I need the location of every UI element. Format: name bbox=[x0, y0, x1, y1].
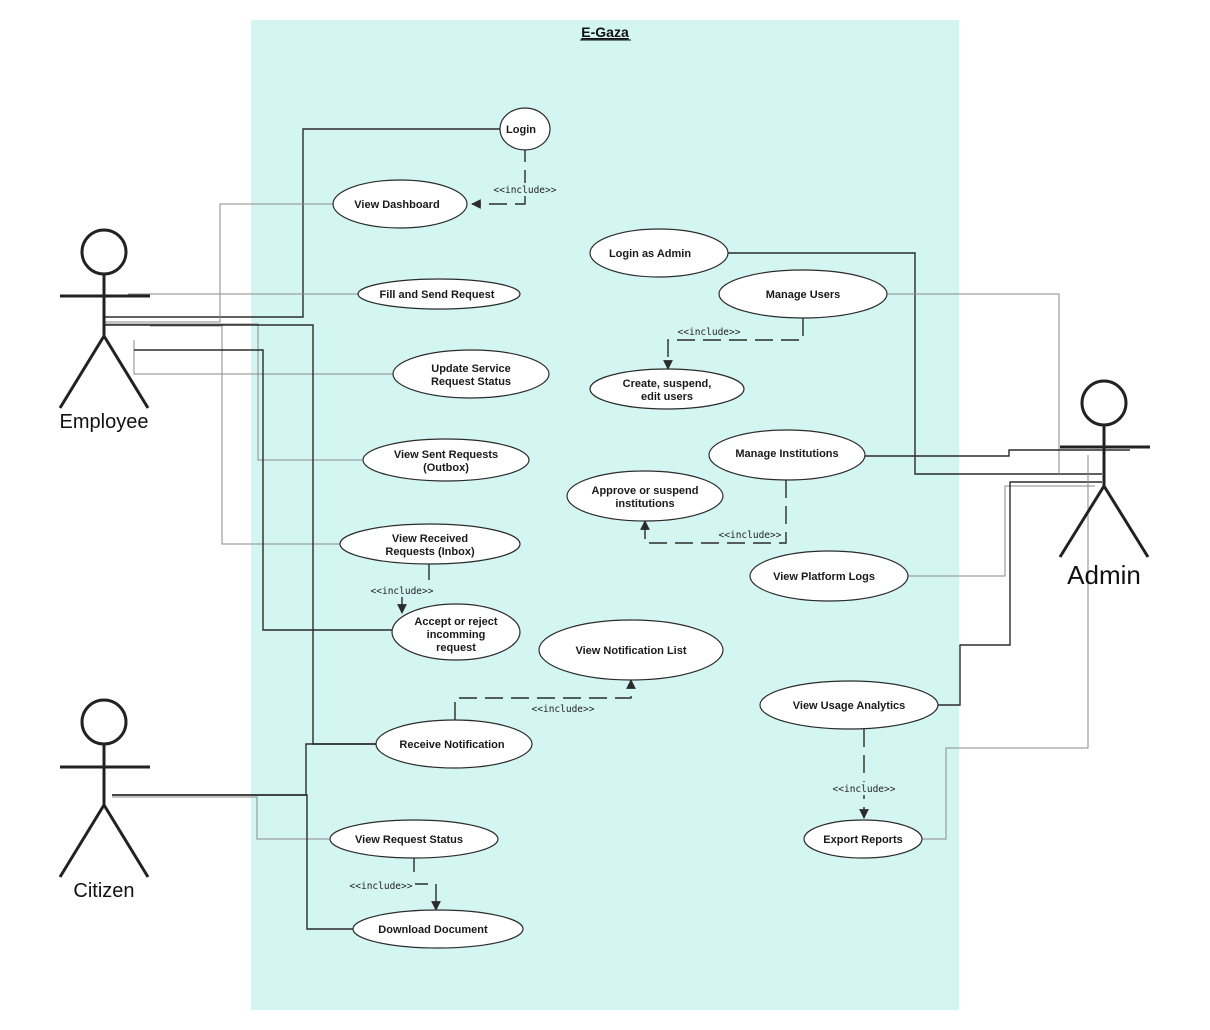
use-case-approve-suspend-institutions[interactable]: Approve or suspend institutions bbox=[566, 470, 724, 522]
use-case-manage-users[interactable]: Manage Users bbox=[718, 269, 888, 319]
actor-admin[interactable]: Admin bbox=[1058, 379, 1150, 590]
svg-text:View Dashboard: View Dashboard bbox=[354, 199, 439, 211]
svg-text:Request Status: Request Status bbox=[431, 376, 511, 388]
svg-text:edit users: edit users bbox=[641, 391, 693, 403]
svg-text:Login: Login bbox=[506, 124, 536, 136]
svg-text:View Usage Analytics: View Usage Analytics bbox=[793, 700, 906, 712]
svg-text:View Notification List: View Notification List bbox=[575, 645, 686, 657]
include-label-institutions: <<include>> bbox=[719, 530, 782, 541]
svg-text:Login as Admin: Login as Admin bbox=[609, 248, 691, 260]
include-dependencies bbox=[397, 144, 869, 911]
use-case-accept-reject-request[interactable]: Accept or reject incomming request bbox=[391, 603, 521, 661]
use-case-login[interactable]: Login bbox=[499, 107, 551, 151]
svg-text:Manage Users: Manage Users bbox=[766, 289, 841, 301]
use-case-view-usage-analytics[interactable]: View Usage Analytics bbox=[759, 680, 939, 730]
use-case-view-sent-requests[interactable]: View Sent Requests (Outbox) bbox=[362, 438, 530, 482]
svg-text:Accept or reject: Accept or reject bbox=[414, 616, 497, 628]
svg-text:(Outbox): (Outbox) bbox=[423, 462, 469, 474]
svg-text:Create, suspend,: Create, suspend, bbox=[623, 378, 712, 390]
include-label-reports: <<include>> bbox=[833, 784, 896, 795]
svg-text:Requests (Inbox): Requests (Inbox) bbox=[385, 546, 475, 558]
system-title: E-Gaza bbox=[581, 24, 629, 40]
svg-text:Manage Institutions: Manage Institutions bbox=[735, 448, 838, 460]
use-case-view-notification-list[interactable]: View Notification List bbox=[538, 619, 724, 681]
svg-text:View Sent Requests: View Sent Requests bbox=[394, 449, 498, 461]
svg-text:Approve or suspend: Approve or suspend bbox=[592, 485, 699, 497]
include-label-accept: <<include>> bbox=[371, 586, 434, 597]
svg-text:View Platform Logs: View Platform Logs bbox=[773, 571, 875, 583]
use-case-view-dashboard[interactable]: View Dashboard bbox=[332, 179, 468, 229]
svg-text:institutions: institutions bbox=[615, 498, 674, 510]
actor-admin-label: Admin bbox=[1067, 560, 1141, 590]
include-labels: <<include>> <<include>> <<include>> <<in… bbox=[348, 183, 897, 892]
svg-text:Receive Notification: Receive Notification bbox=[399, 739, 504, 751]
include-label-users: <<include>> bbox=[678, 327, 741, 338]
use-case-export-reports[interactable]: Export Reports bbox=[803, 819, 923, 859]
use-case-receive-notification[interactable]: Receive Notification bbox=[375, 719, 533, 769]
use-case-login-as-admin[interactable]: Login as Admin bbox=[589, 228, 729, 278]
svg-text:View Request Status: View Request Status bbox=[355, 834, 463, 846]
admin-associations bbox=[728, 252, 1130, 840]
svg-text:Update Service: Update Service bbox=[431, 363, 510, 375]
use-case-fill-send-request[interactable]: Fill and Send Request bbox=[357, 278, 521, 310]
actor-citizen-label: Citizen bbox=[73, 880, 134, 902]
use-case-create-suspend-users[interactable]: Create, suspend, edit users bbox=[589, 368, 745, 410]
include-label-notification: <<include>> bbox=[532, 704, 595, 715]
include-label-download: <<include>> bbox=[350, 881, 413, 892]
use-case-view-platform-logs[interactable]: View Platform Logs bbox=[749, 550, 909, 602]
svg-text:Fill and Send Request: Fill and Send Request bbox=[380, 289, 495, 301]
use-case-view-received-requests[interactable]: View Received Requests (Inbox) bbox=[339, 523, 521, 565]
use-case-manage-institutions[interactable]: Manage Institutions bbox=[708, 429, 866, 481]
citizen-associations bbox=[112, 743, 376, 930]
use-case-update-status[interactable]: Update Service Request Status bbox=[392, 349, 550, 399]
svg-text:incomming: incomming bbox=[427, 629, 486, 641]
use-case-download-document[interactable]: Download Document bbox=[352, 909, 524, 949]
use-case-view-request-status[interactable]: View Request Status bbox=[329, 819, 499, 859]
svg-text:Export Reports: Export Reports bbox=[823, 834, 902, 846]
actor-citizen[interactable]: Citizen bbox=[58, 698, 150, 902]
svg-text:Download Document: Download Document bbox=[378, 924, 488, 936]
svg-text:View Received: View Received bbox=[392, 533, 468, 545]
actor-employee[interactable]: Employee bbox=[58, 228, 150, 433]
actor-employee-label: Employee bbox=[60, 411, 149, 433]
include-label-login: <<include>> bbox=[494, 185, 557, 196]
svg-text:request: request bbox=[436, 642, 476, 654]
